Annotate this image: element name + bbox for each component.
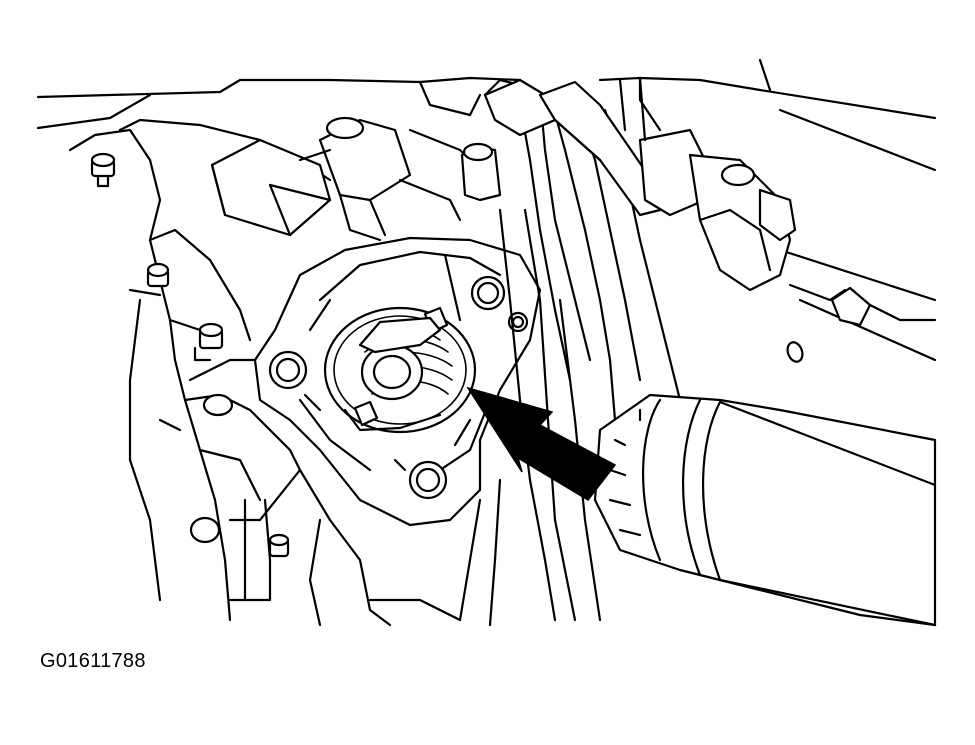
bolt-top-left [90,152,116,188]
radiator-hose [593,393,937,627]
bolt-left-mid [146,262,170,288]
sensor-connector [210,116,412,242]
bolt-bottom-left [268,533,290,558]
background-frame-lines [36,58,937,362]
lower-pipes [128,298,502,627]
bracket-holes [189,393,234,544]
callout-arrow [466,386,617,501]
figure-id-label: G01611788 [40,650,146,672]
thermostat [323,306,477,434]
left-bracket [68,118,332,622]
electrical-connector-right [618,76,937,327]
pipe-connector [398,80,502,222]
mounting-slot [786,341,804,363]
bolt-left-lower [193,322,224,362]
